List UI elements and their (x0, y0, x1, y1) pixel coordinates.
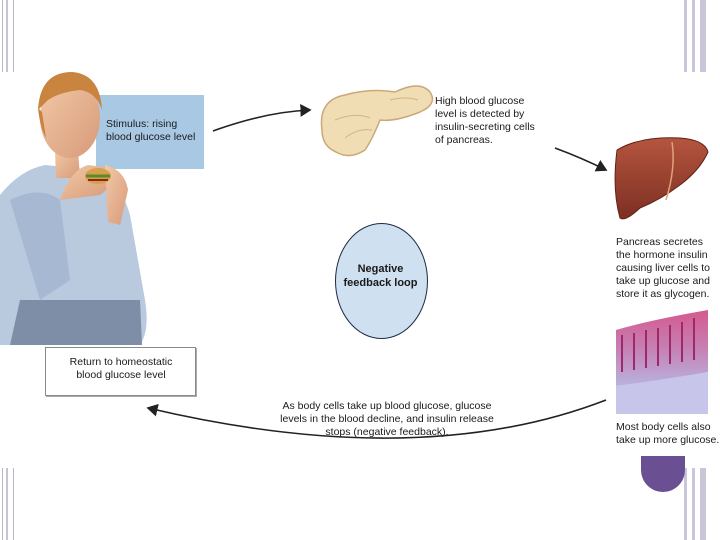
arrow-bodycells-to-return (146, 399, 607, 439)
body-cells-caption: Most body cells also take up more glucos… (616, 421, 720, 446)
return-box (45, 347, 196, 396)
blood-decline-caption: As body cells take up blood glucose, glu… (280, 400, 494, 438)
liver-illustration (614, 137, 709, 220)
feedback-loop-label: Negative feedback loop (343, 263, 418, 289)
body-cells-tissue-illustration (616, 310, 708, 414)
slide-band-bottom-right (684, 468, 714, 540)
feedback-loop-circle (335, 223, 428, 339)
pancreas-illustration (320, 85, 434, 157)
slide-number-marker (641, 456, 685, 492)
person-eating-illustration (0, 72, 147, 345)
pancreas-detect-caption: High blood glucose level is detected by … (435, 95, 535, 146)
stimulus-caption: Stimulus: rising blood glucose level (106, 118, 196, 143)
slide-band-bottom-left (2, 468, 14, 540)
slide-band-top-right (684, 0, 714, 72)
liver-response-caption: Pancreas secretes the hormone insulin ca… (616, 236, 710, 300)
stimulus-box (96, 95, 204, 169)
slide-band-top-left (2, 0, 14, 72)
arrow-pancreas-to-liver (554, 147, 608, 172)
arrow-stimulus-to-pancreas (212, 104, 312, 132)
return-caption: Return to homeostatic blood glucose leve… (69, 356, 173, 381)
